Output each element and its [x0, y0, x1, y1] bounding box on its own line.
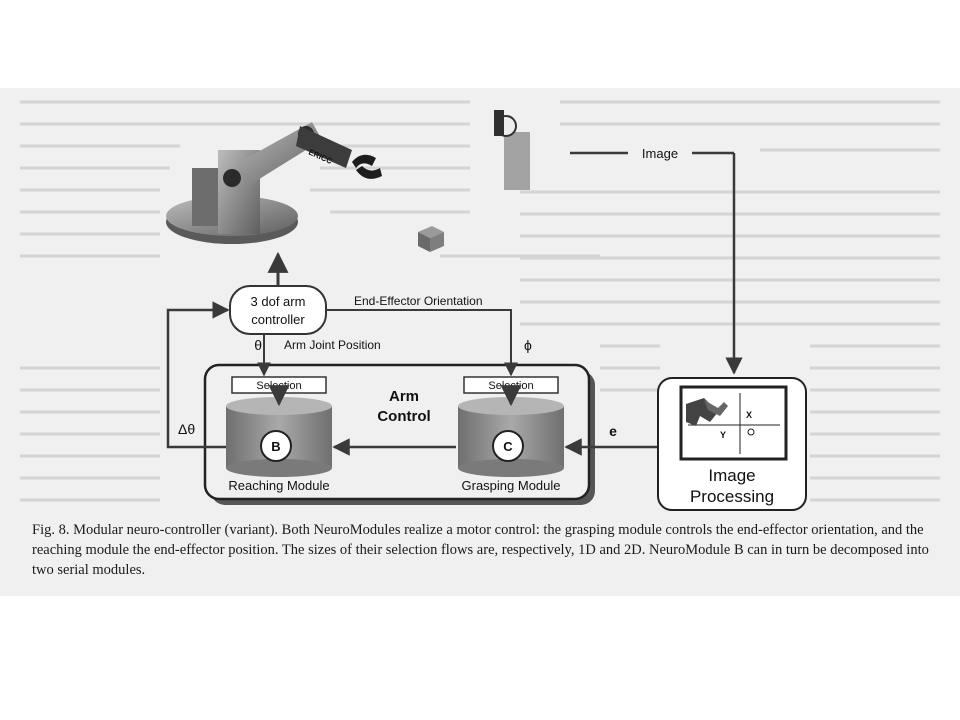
arm-joint-position-label: Arm Joint Position [284, 338, 381, 352]
y-axis-label: Y [720, 430, 726, 440]
x-axis-label: X [746, 410, 752, 420]
robot-arm-illustration: ERICC [166, 122, 382, 244]
image-preview-content [686, 393, 780, 454]
delta-theta-label: Δθ [178, 421, 195, 437]
image-flow-label: Image [642, 146, 678, 161]
figure-caption: Fig. 8. Modular neuro-controller (varian… [32, 522, 929, 578]
arm-controller-line2: controller [251, 312, 305, 327]
reaching-node-label: B [271, 439, 280, 454]
phi-label: ϕ [524, 337, 532, 353]
arm-control-line1: Arm [389, 388, 419, 405]
reaching-module-cylinder [226, 397, 332, 477]
neuro-controller-diagram: ERICC Image 3 dof arm controller Arm Con… [20, 100, 940, 511]
grasping-node-label: C [503, 439, 513, 454]
theta-label: θ [254, 337, 262, 353]
scanned-page-background [0, 88, 960, 596]
arm-controller-line1: 3 dof arm [251, 294, 306, 309]
delta-theta-connector [166, 301, 230, 449]
end-effector-orientation-connector [326, 309, 518, 377]
grasping-module-cylinder [458, 397, 564, 477]
reaching-module-label: Reaching Module [228, 478, 329, 493]
image-processing-line2: Processing [690, 487, 774, 506]
end-effector-orientation-label: End-Effector Orientation [354, 294, 483, 308]
image-flow-connector [570, 151, 743, 375]
e-label: e [609, 423, 617, 439]
grasping-module-label: Grasping Module [462, 478, 561, 493]
camera-illustration [494, 110, 530, 190]
arm-control-line2: Control [377, 408, 430, 425]
image-preview-frame [679, 385, 788, 461]
reaching-selection-label: Selection [256, 380, 301, 392]
image-processing-line1: Image [708, 466, 755, 485]
grasping-selection-label: Selection [488, 380, 533, 392]
cube-object-icon [418, 226, 444, 252]
background-text-lines [20, 100, 940, 502]
